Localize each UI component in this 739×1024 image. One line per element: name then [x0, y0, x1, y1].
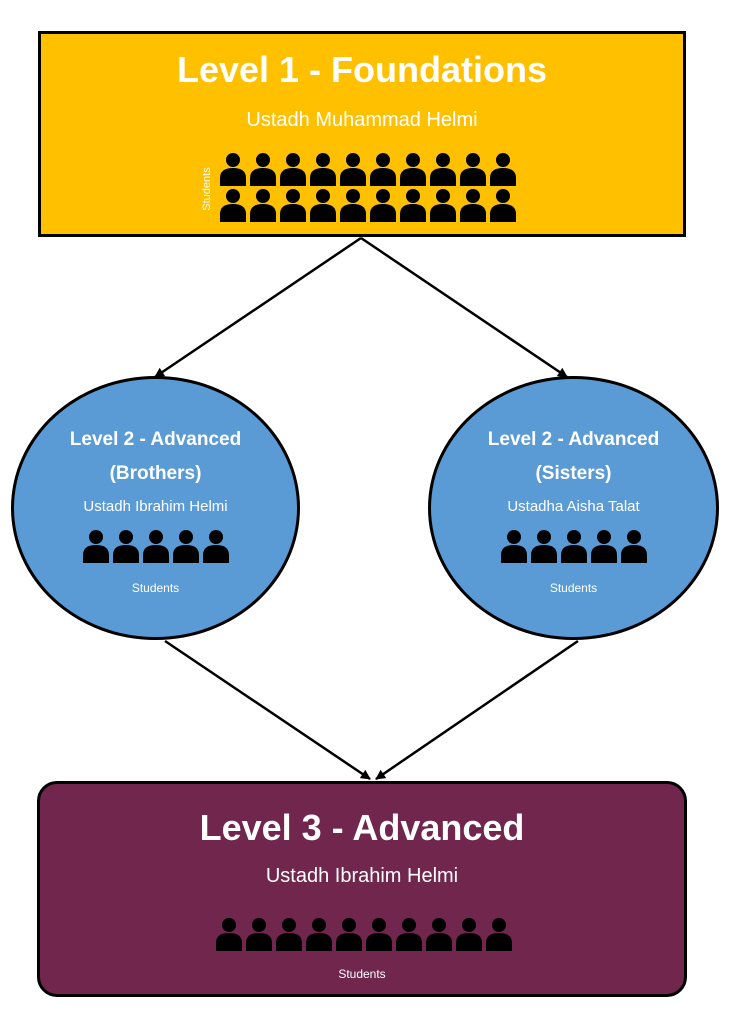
- person-icon: [396, 918, 422, 951]
- person-icon: [430, 153, 456, 186]
- person-icon: [250, 153, 276, 186]
- level3-title: Level 3 - Advanced: [199, 807, 525, 848]
- person-icon: [621, 530, 647, 563]
- person-icon: [220, 153, 246, 186]
- arrow-brothers-to-level3: [164, 639, 371, 781]
- level2-brothers-oval: Level 2 - Advanced (Brothers) Ustadh Ibr…: [11, 376, 300, 640]
- person-icon: [456, 918, 482, 951]
- arrow-level1-to-brothers: [154, 236, 362, 379]
- level2-sisters-student-icons: [500, 529, 648, 563]
- person-icon: [490, 153, 516, 186]
- person-icon: [143, 530, 169, 563]
- level3-teacher: Ustadh Ibrahim Helmi: [265, 865, 459, 887]
- person-icon: [276, 918, 302, 951]
- person-icon: [83, 530, 109, 563]
- person-icon: [280, 189, 306, 222]
- level1-teacher: Ustadh Muhammad Helmi: [246, 109, 478, 131]
- person-icon: [490, 189, 516, 222]
- level2-brothers-student-icons: [82, 529, 230, 563]
- level2-sisters-oval: Level 2 - Advanced (Sisters) Ustadha Ais…: [428, 376, 719, 640]
- person-icon: [370, 189, 396, 222]
- person-icon: [310, 189, 336, 222]
- level2-brothers-title-line1: Level 2 - Advanced: [69, 429, 242, 450]
- level2-sisters-students-label: Students: [549, 581, 598, 595]
- person-icon: [306, 918, 332, 951]
- level2-sisters-teacher: Ustadha Aisha Talat: [507, 498, 640, 515]
- level2-brothers-teacher: Ustadh Ibrahim Helmi: [83, 498, 228, 515]
- person-icon: [460, 189, 486, 222]
- person-icon: [173, 530, 199, 563]
- person-icon: [336, 918, 362, 951]
- person-icon: [426, 918, 452, 951]
- person-icon: [203, 530, 229, 563]
- person-icon: [280, 153, 306, 186]
- level2-brothers-students-label: Students: [131, 581, 180, 595]
- level2-sisters-title-line1: Level 2 - Advanced: [487, 429, 660, 450]
- person-icon: [460, 153, 486, 186]
- person-icon: [400, 153, 426, 186]
- arrow-sisters-to-level3: [375, 639, 579, 781]
- person-icon: [310, 153, 336, 186]
- person-icon: [246, 918, 272, 951]
- level3-student-icons: [215, 917, 513, 951]
- person-icon: [501, 530, 527, 563]
- person-icon: [340, 189, 366, 222]
- person-icon: [370, 153, 396, 186]
- person-icon: [430, 189, 456, 222]
- level3-box: Level 3 - Advanced Ustadh Ibrahim Helmi …: [37, 781, 687, 997]
- person-icon: [220, 189, 246, 222]
- person-icon: [400, 189, 426, 222]
- level1-students-label: Students: [201, 167, 213, 211]
- person-icon: [366, 918, 392, 951]
- person-icon: [113, 530, 139, 563]
- level1-title: Level 1 - Foundations: [176, 49, 548, 90]
- level2-brothers-title-line2: (Brothers): [109, 463, 202, 484]
- person-icon: [340, 153, 366, 186]
- level3-students-label: Students: [338, 967, 386, 981]
- person-icon: [486, 918, 512, 951]
- person-icon: [250, 189, 276, 222]
- person-icon: [561, 530, 587, 563]
- level1-box: Level 1 - Foundations Ustadh Muhammad He…: [38, 31, 686, 237]
- person-icon: [216, 918, 242, 951]
- level1-student-icons: [219, 152, 519, 222]
- person-icon: [591, 530, 617, 563]
- person-icon: [531, 530, 557, 563]
- level2-sisters-title-line2: (Sisters): [535, 463, 612, 484]
- arrow-level1-to-sisters: [360, 236, 568, 379]
